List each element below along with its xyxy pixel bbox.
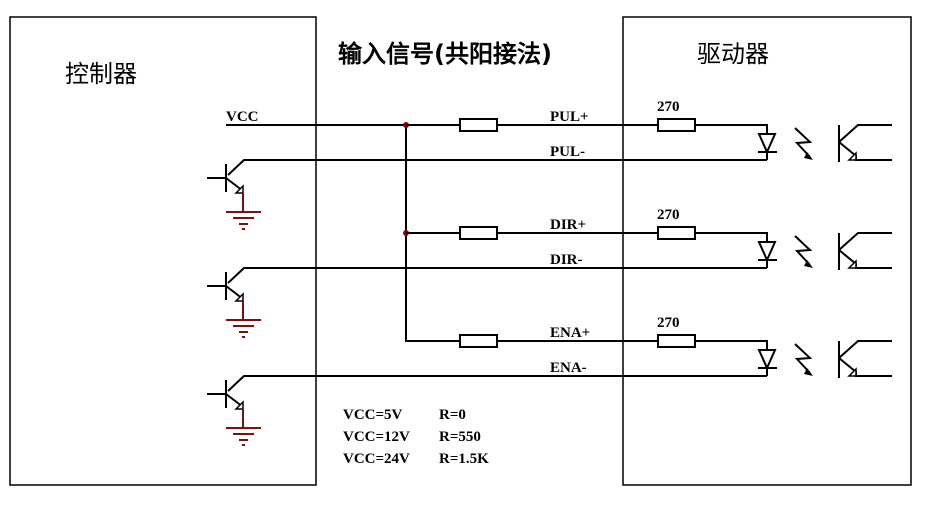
note-r: R=1.5K (439, 451, 489, 467)
signal-plus-label: ENA+ (550, 325, 590, 341)
driver-title: 驱动器 (697, 40, 769, 68)
driver-resistor (657, 334, 696, 348)
controller-box (9, 16, 317, 486)
light-arrow-icon (794, 343, 813, 374)
driver-box (622, 16, 912, 486)
minus-wire (227, 159, 767, 176)
signal-minus-label: PUL- (550, 144, 585, 160)
driver-resistor (657, 226, 696, 240)
series-resistor (459, 118, 498, 132)
note-r: R=0 (439, 407, 466, 423)
signal-minus-label: DIR- (550, 252, 583, 268)
signal-plus-label: PUL+ (550, 109, 589, 125)
light-arrow-icon (794, 235, 813, 266)
driver-resistor (657, 118, 696, 132)
led-diode-icon (757, 349, 777, 371)
led-wire (695, 232, 768, 268)
series-resistor (459, 226, 498, 240)
signal-plus-label: DIR+ (550, 217, 586, 233)
led-wire (695, 340, 768, 376)
controller-title: 控制器 (65, 60, 137, 88)
note-vcc: VCC=24V (343, 451, 410, 467)
led-wire (695, 124, 768, 160)
channel-1: DIR+ DIR- 270 (207, 207, 892, 338)
resistor-value-label: 270 (657, 207, 680, 223)
resistor-value-label: 270 (657, 99, 680, 115)
note-r: R=550 (439, 429, 481, 445)
channel-0: PUL+ PUL- 270 (207, 99, 892, 230)
light-arrow-icon (794, 127, 813, 158)
note-vcc: VCC=12V (343, 429, 410, 445)
series-resistor (459, 334, 498, 348)
vcc-resistor-notes: VCC=5V R=0 VCC=12V R=550 VCC=24V R=1.5K (343, 407, 489, 467)
minus-wire (227, 267, 767, 284)
signal-minus-label: ENA- (550, 360, 587, 376)
diagram-title: 输入信号(共阳接法) (338, 40, 552, 68)
minus-wire (227, 375, 767, 392)
vcc-label: VCC (226, 109, 259, 125)
resistor-value-label: 270 (657, 315, 680, 331)
led-diode-icon (757, 133, 777, 155)
note-vcc: VCC=5V (343, 407, 403, 423)
channel-2: ENA+ ENA- 270 (207, 315, 892, 446)
led-diode-icon (757, 241, 777, 263)
